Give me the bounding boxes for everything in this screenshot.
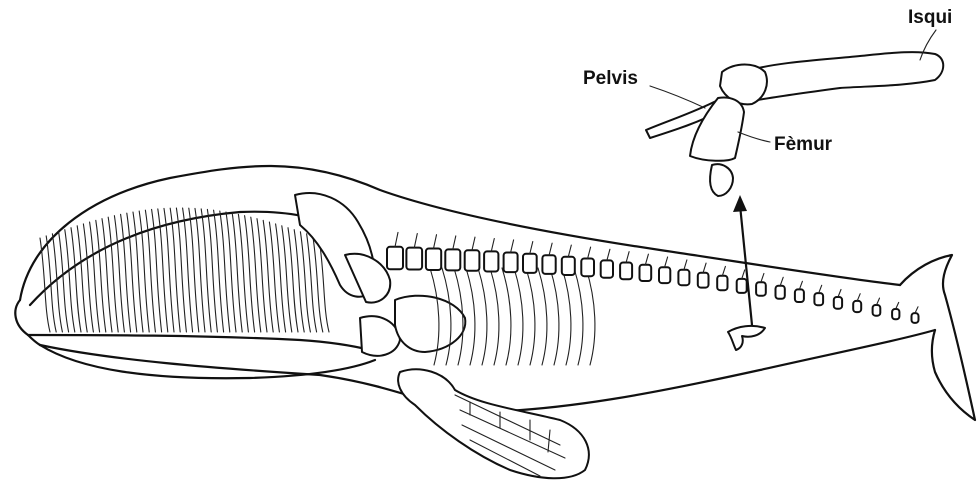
tibia-remnant: [710, 164, 733, 196]
flipper: [398, 369, 589, 478]
enlarged-pelvic-detail: [646, 52, 943, 196]
femur-bone: [690, 98, 744, 161]
label-femur: Fèmur: [774, 134, 833, 155]
label-pelvis: Pelvis: [583, 68, 638, 89]
baleen-plates: [40, 208, 329, 332]
isqui-bone: [746, 52, 944, 100]
label-isqui: Isqui: [908, 7, 952, 28]
tail-fluke: [900, 255, 975, 420]
magnification-arrow: [733, 195, 752, 325]
vestigial-pelvis-small: [728, 326, 765, 350]
skull-bones: [295, 193, 465, 356]
